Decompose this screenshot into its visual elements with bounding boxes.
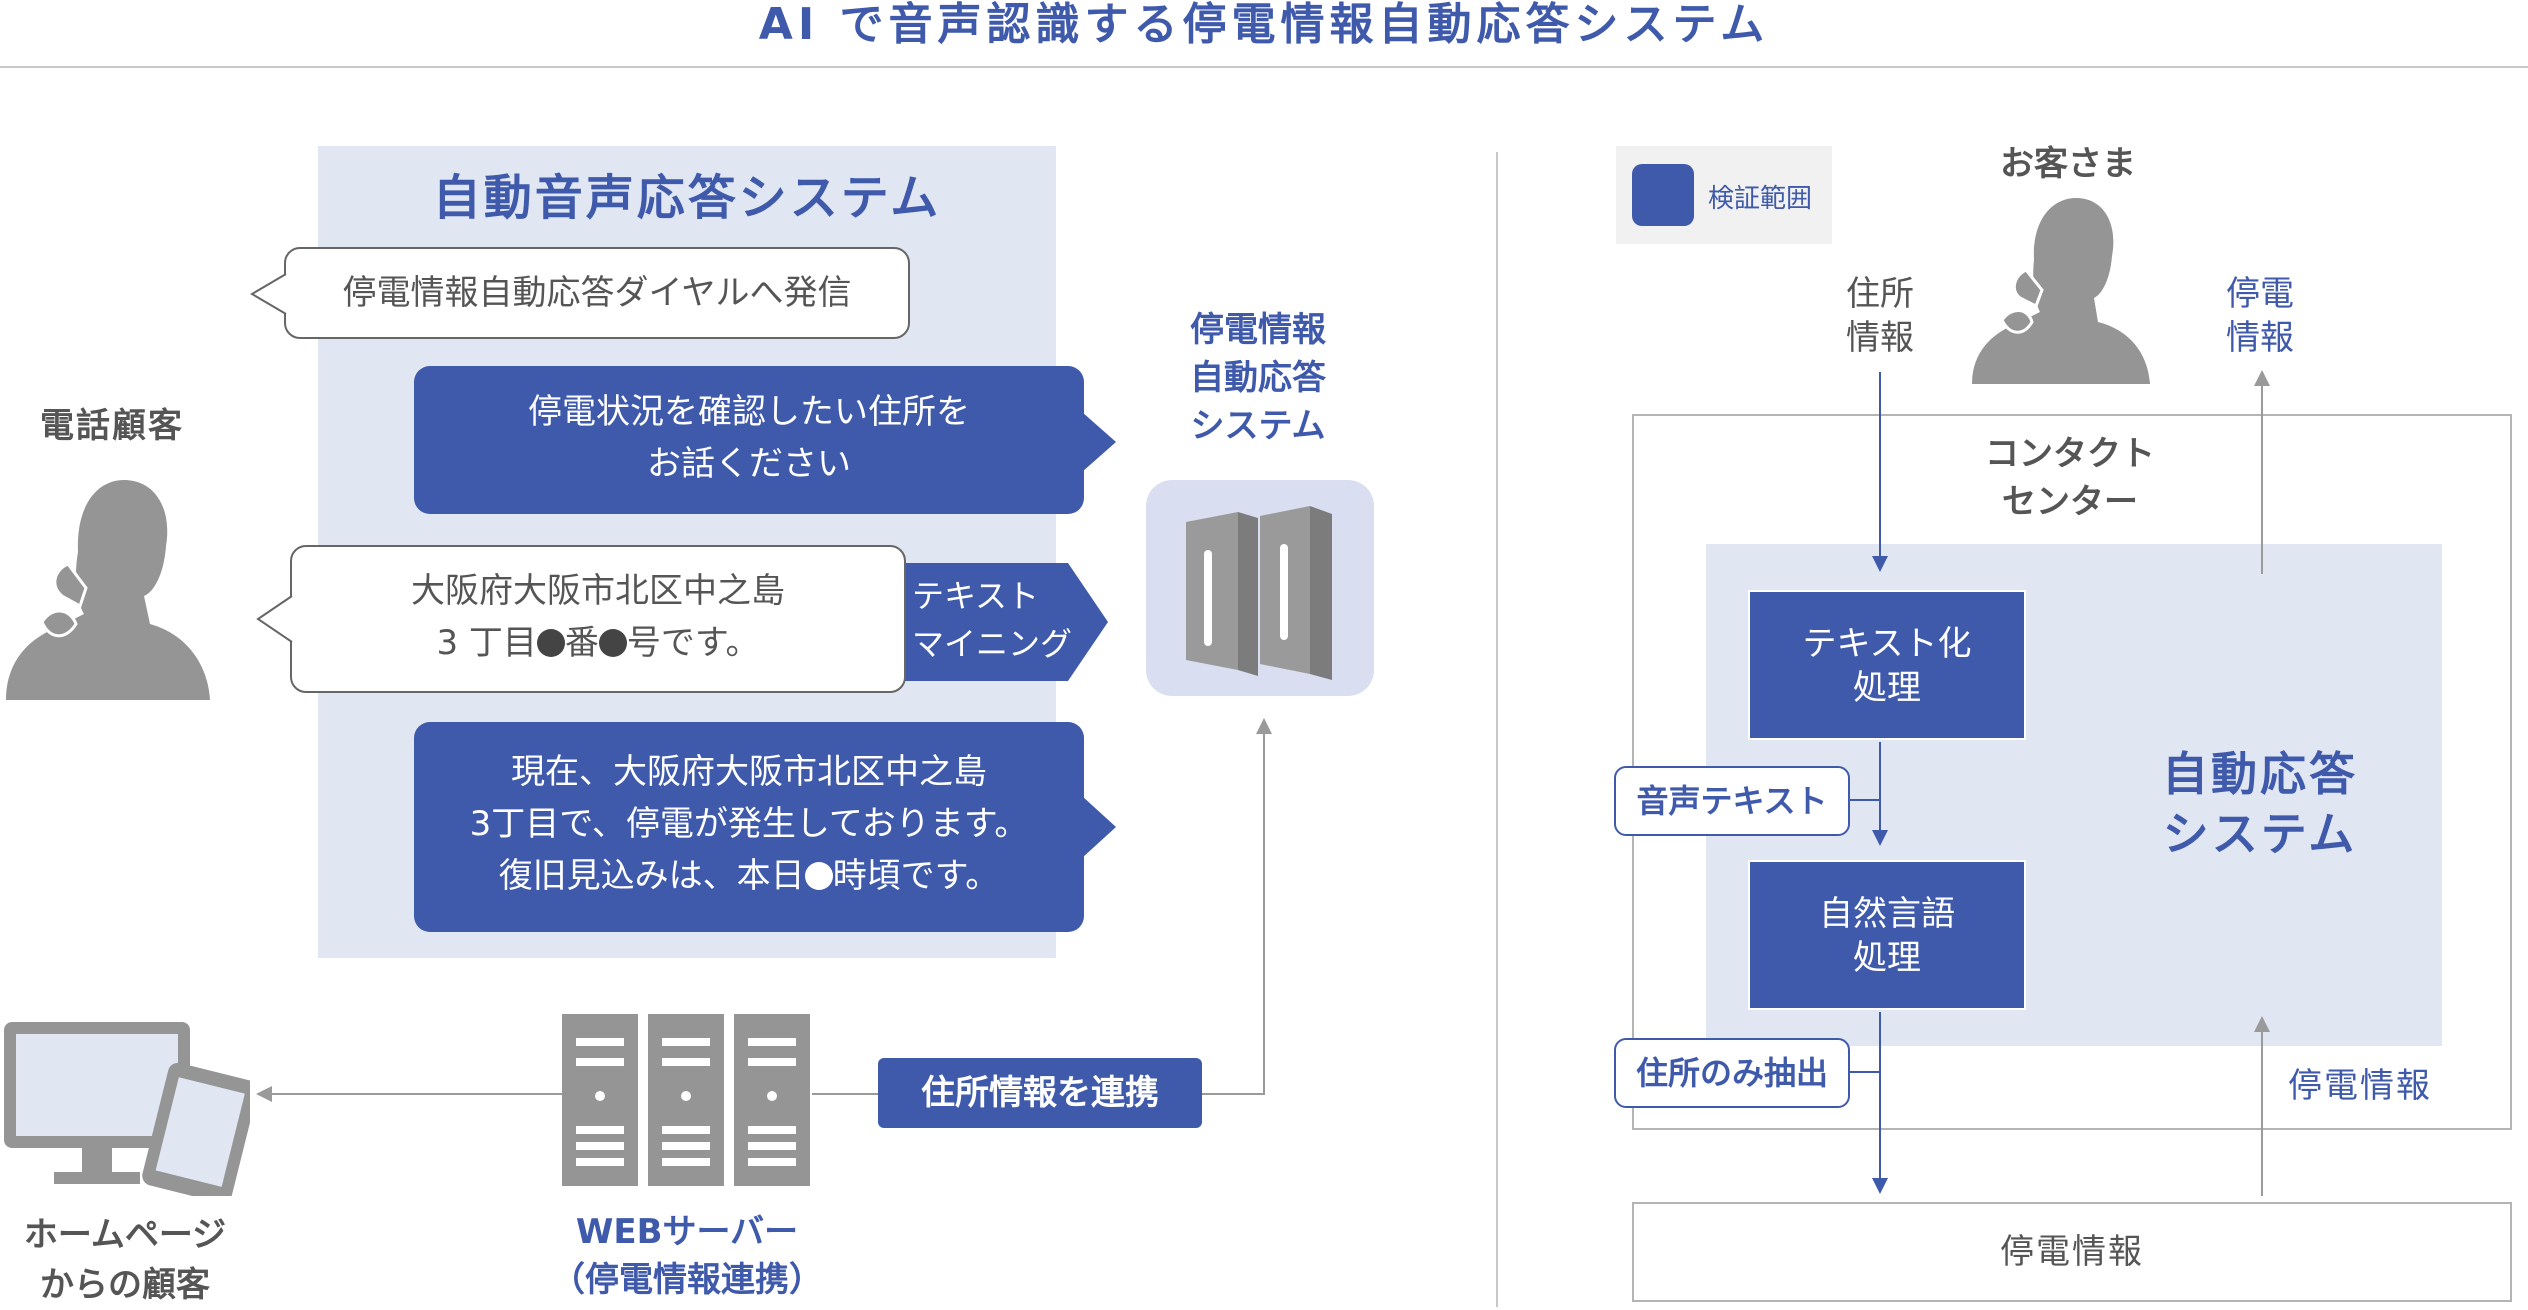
text-proc-line2: 処理 — [1853, 668, 1921, 708]
web-server-icon — [562, 1014, 810, 1186]
contact-center-label: コンタクト センター — [1930, 430, 2210, 526]
phone-customer-icon — [1972, 198, 2150, 384]
address-info-line2: 情報 — [1846, 318, 1914, 358]
outage-out-line1: 停電 — [2226, 274, 2294, 314]
caller-label: 電話顧客 — [40, 406, 184, 446]
outage-out-line2: 情報 — [2226, 318, 2294, 358]
outage-db-label: 停電情報 — [2000, 1232, 2144, 1272]
web-label-line2: （停電情報連携） — [551, 1260, 823, 1300]
home-label-line1: ホームページ — [23, 1215, 227, 1255]
legend-swatch — [1632, 164, 1694, 226]
speech-bubble-dial: 停電情報自動応答ダイヤルへ発信 — [284, 247, 910, 339]
web-label-line1: WEBサーバー — [575, 1212, 799, 1252]
page-title: AI で音声認識する停電情報自動応答システム — [758, 0, 1770, 50]
bubble-answer-line2: 3丁目で、停電が発生しております。 — [469, 804, 1029, 844]
bubble-answer-line3: 復旧見込みは、本日時頃です。 — [498, 856, 1000, 896]
bubble-answer-line1: 現在、大阪府大阪市北区中之島 — [511, 752, 987, 792]
auto-response-system-label: 停電情報 自動応答 システム — [1148, 306, 1368, 450]
text-proc-line1: テキスト化 — [1802, 624, 1972, 664]
nlp-proc-line2: 処理 — [1853, 938, 1921, 978]
address-extract-tag: 住所のみ抽出 — [1614, 1038, 1850, 1108]
bubble-tail-icon — [1082, 412, 1116, 472]
speech-bubble-prompt: 停電状況を確認したい住所を お話ください — [414, 366, 1084, 514]
bubble-tail-icon — [250, 273, 287, 315]
address-link-label: 住所情報を連携 — [878, 1058, 1202, 1128]
bubble-address-line1: 大阪府大阪市北区中之島 — [411, 571, 785, 611]
system-label-line1: 停電情報 — [1190, 310, 1326, 350]
server-cabinet-tile — [1146, 480, 1374, 696]
outage-info-out-label: 停電 情報 — [2210, 272, 2310, 360]
contact-label-line2: センター — [2002, 482, 2138, 522]
server-cabinet-icon — [1186, 506, 1332, 680]
header-divider — [0, 66, 2528, 68]
legend: 検証範囲 — [1616, 146, 1832, 244]
outage-db-box: 停電情報 — [1632, 1202, 2512, 1302]
address-info-label: 住所 情報 — [1830, 272, 1930, 360]
circle-mark-icon — [804, 862, 833, 890]
circle-mark-icon — [598, 629, 627, 657]
pc-tablet-icon — [4, 1022, 250, 1196]
auto-response-label: 自動応答 システム — [2130, 744, 2390, 864]
address-extract-label: 住所のみ抽出 — [1635, 1054, 1828, 1092]
text-mining-line1: テキスト — [912, 577, 1040, 615]
bubble-dial-text: 停電情報自動応答ダイヤルへ発信 — [342, 273, 852, 313]
panel-title: 自動音声応答システム — [432, 170, 942, 226]
outage-info-label: 停電情報 — [2288, 1066, 2432, 1106]
nlp-box: 自然言語 処理 — [1748, 860, 2026, 1010]
circle-mark-icon — [536, 629, 565, 657]
system-label-line2: 自動応答 — [1190, 358, 1326, 398]
home-label-line2: からの顧客 — [40, 1265, 210, 1305]
speech-bubble-answer: 現在、大阪府大阪市北区中之島 3丁目で、停電が発生しております。 復旧見込みは、… — [414, 722, 1084, 932]
speech-bubble-address: 大阪府大阪市北区中之島 3 丁目番号です。 — [290, 545, 906, 693]
section-divider — [1496, 152, 1498, 1307]
address-link-text: 住所情報を連携 — [921, 1073, 1159, 1113]
voice-text-tag: 音声テキスト — [1614, 766, 1850, 836]
home-customer-label: ホームページ からの顧客 — [0, 1210, 250, 1310]
address-info-line1: 住所 — [1846, 274, 1914, 314]
auto-label-line1: 自動応答 — [2162, 747, 2358, 801]
legend-label: 検証範囲 — [1708, 184, 1813, 214]
system-label-line3: システム — [1190, 406, 1326, 446]
phone-caller-icon — [6, 480, 210, 700]
text-mining-line2: マイニング — [912, 625, 1073, 663]
auto-label-line2: システム — [2162, 807, 2358, 861]
web-server-label: WEBサーバー （停電情報連携） — [520, 1208, 854, 1304]
nlp-proc-line1: 自然言語 — [1819, 894, 1955, 934]
text-mining-arrow-icon — [888, 563, 1108, 681]
bubble-tail-icon — [256, 595, 293, 643]
bubble-tail-icon — [1082, 796, 1116, 858]
customer-label: お客さま — [2000, 144, 2136, 184]
contact-label-line1: コンタクト — [1985, 434, 2155, 474]
text-mining-label: テキスト マイニング — [912, 572, 1082, 668]
voice-text-label: 音声テキスト — [1636, 782, 1828, 820]
bubble-prompt-line2: お話ください — [647, 444, 851, 484]
bubble-prompt-line1: 停電状況を確認したい住所を — [528, 392, 970, 432]
text-conversion-box: テキスト化 処理 — [1748, 590, 2026, 740]
bubble-address-line2: 3 丁目番号です。 — [436, 623, 760, 663]
